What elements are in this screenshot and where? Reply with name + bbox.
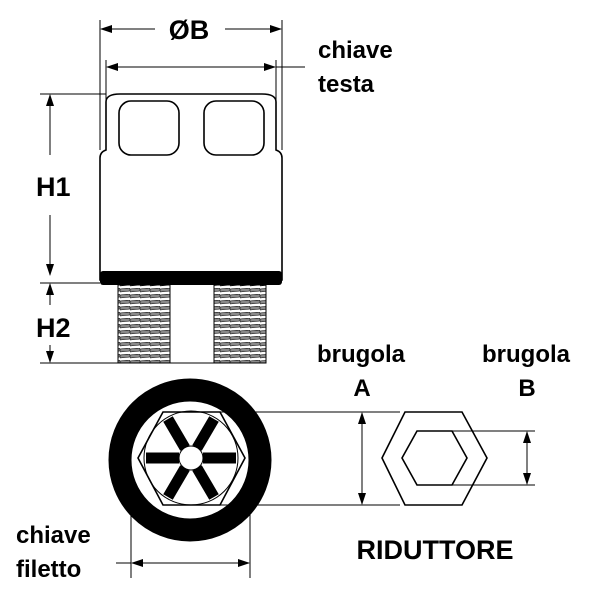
thread-left xyxy=(117,284,171,364)
label-brugola-b-line2: B xyxy=(518,375,535,402)
dimension-chiave-testa: chiave testa xyxy=(105,37,393,100)
label-h1: H1 xyxy=(36,172,71,202)
label-h2: H2 xyxy=(36,313,71,343)
spokes xyxy=(146,416,236,500)
label-chiave-testa-line2: testa xyxy=(318,71,375,98)
label-brugola-b-line1: brugola xyxy=(482,341,571,368)
label-brugola-a-line1: brugola xyxy=(317,341,406,368)
label-chiave-filetto-line2: filetto xyxy=(16,556,81,583)
label-chiave-filetto-line1: chiave xyxy=(16,522,91,549)
label-chiave-testa-line1: chiave xyxy=(318,37,393,64)
head-window-left xyxy=(118,100,180,156)
reducer-hex xyxy=(381,411,488,506)
thread-right xyxy=(213,284,267,364)
dimension-h2: H2 xyxy=(36,282,118,364)
base-band xyxy=(100,271,282,285)
title-riduttore: RIDUTTORE xyxy=(356,535,513,565)
bottom-view xyxy=(108,378,272,542)
dimension-chiave-filetto: chiave filetto xyxy=(16,480,251,583)
dimension-brugola-b: brugola B xyxy=(452,341,571,486)
dimension-diameter-b: ØB xyxy=(99,15,283,150)
side-view xyxy=(99,93,283,364)
label-diameter-b: ØB xyxy=(169,15,210,45)
dimension-h1: H1 xyxy=(36,93,106,276)
label-brugola-a-line2: A xyxy=(353,375,370,402)
dimension-brugola-a: brugola A xyxy=(220,341,406,506)
center-hole xyxy=(178,445,204,471)
head-window-right xyxy=(203,100,265,156)
